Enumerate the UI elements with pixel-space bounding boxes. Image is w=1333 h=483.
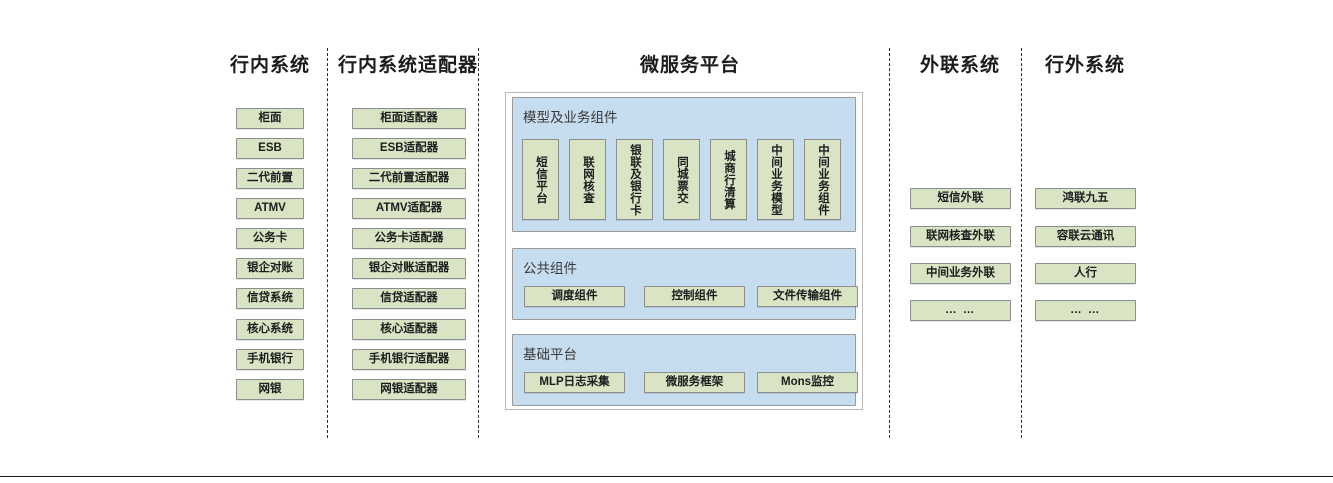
panel-label-public-components: 公共组件 — [523, 261, 577, 276]
column-separator-3 — [889, 48, 890, 438]
node-model-component[interactable]: 城商行清算 — [710, 139, 747, 220]
node-base-platform-component[interactable]: MLP日志采集 — [524, 372, 625, 393]
node-label: 银联及银行卡 — [628, 143, 641, 216]
node-label: 同城票交 — [675, 155, 688, 204]
column-separator-1 — [327, 48, 328, 438]
node-intra-system[interactable]: 网银 — [236, 379, 304, 400]
node-intra-adapter[interactable]: 网银适配器 — [352, 379, 466, 400]
panel-label-base-platform: 基础平台 — [523, 347, 577, 362]
node-label: 中间业务组件 — [816, 143, 829, 216]
node-intra-adapter[interactable]: 银企对账适配器 — [352, 258, 466, 279]
node-label: 联网核查 — [581, 155, 594, 204]
column-title-external-liaison-systems: 外联系统 — [919, 55, 1000, 76]
column-title-intra-bank-adapters: 行内系统适配器 — [337, 55, 478, 76]
node-external-liaison[interactable]: 中间业务外联 — [910, 263, 1011, 284]
node-intra-adapter[interactable]: 公务卡适配器 — [352, 228, 466, 249]
node-model-component[interactable]: 中间业务组件 — [804, 139, 841, 220]
column-title-microservice-platform: 微服务平台 — [639, 55, 740, 76]
node-public-component[interactable]: 文件传输组件 — [757, 286, 858, 307]
node-intra-adapter[interactable]: ATMV适配器 — [352, 198, 466, 219]
node-intra-system[interactable]: 信贷系统 — [236, 288, 304, 309]
node-label: 短信平台 — [534, 155, 547, 204]
node-label: 中间业务模型 — [769, 143, 782, 216]
node-model-component[interactable]: 中间业务模型 — [757, 139, 794, 220]
microservice-platform-container — [505, 92, 863, 410]
node-model-component[interactable]: 银联及银行卡 — [616, 139, 653, 220]
column-title-outside-bank-systems: 行外系统 — [1044, 55, 1125, 76]
node-intra-system[interactable]: 柜面 — [236, 108, 304, 129]
node-external-liaison-more[interactable]: … … — [910, 300, 1011, 321]
node-intra-adapter[interactable]: 柜面适配器 — [352, 108, 466, 129]
node-intra-adapter[interactable]: 二代前置适配器 — [352, 168, 466, 189]
node-model-component[interactable]: 联网核查 — [569, 139, 606, 220]
node-base-platform-component[interactable]: Mons监控 — [757, 372, 858, 393]
node-intra-adapter[interactable]: 手机银行适配器 — [352, 349, 466, 370]
node-model-component[interactable]: 同城票交 — [663, 139, 700, 220]
node-intra-adapter[interactable]: 核心适配器 — [352, 319, 466, 340]
node-intra-adapter[interactable]: ESB适配器 — [352, 138, 466, 159]
node-model-component[interactable]: 短信平台 — [522, 139, 559, 220]
node-intra-system[interactable]: 二代前置 — [236, 168, 304, 189]
bottom-divider — [0, 476, 1333, 477]
node-intra-system[interactable]: ATMV — [236, 198, 304, 219]
node-intra-system[interactable]: 公务卡 — [236, 228, 304, 249]
node-intra-system[interactable]: 核心系统 — [236, 319, 304, 340]
node-outside-bank[interactable]: 人行 — [1035, 263, 1136, 284]
node-intra-system[interactable]: ESB — [236, 138, 304, 159]
node-public-component[interactable]: 调度组件 — [524, 286, 625, 307]
node-intra-system[interactable]: 手机银行 — [236, 349, 304, 370]
node-external-liaison[interactable]: 短信外联 — [910, 188, 1011, 209]
node-public-component[interactable]: 控制组件 — [644, 286, 745, 307]
panel-public-components — [512, 248, 856, 320]
node-outside-bank[interactable]: 容联云通讯 — [1035, 226, 1136, 247]
node-intra-system[interactable]: 银企对账 — [236, 258, 304, 279]
column-separator-2 — [478, 48, 479, 438]
panel-label-model-business-components: 模型及业务组件 — [523, 110, 618, 125]
column-title-intra-bank-systems: 行内系统 — [229, 55, 310, 76]
node-outside-bank[interactable]: 鸿联九五 — [1035, 188, 1136, 209]
panel-base-platform — [512, 334, 856, 406]
node-base-platform-component[interactable]: 微服务框架 — [644, 372, 745, 393]
node-outside-bank-more[interactable]: … … — [1035, 300, 1136, 321]
node-intra-adapter[interactable]: 信贷适配器 — [352, 288, 466, 309]
node-external-liaison[interactable]: 联网核查外联 — [910, 226, 1011, 247]
node-label: 城商行清算 — [722, 149, 735, 210]
column-separator-4 — [1021, 48, 1022, 438]
